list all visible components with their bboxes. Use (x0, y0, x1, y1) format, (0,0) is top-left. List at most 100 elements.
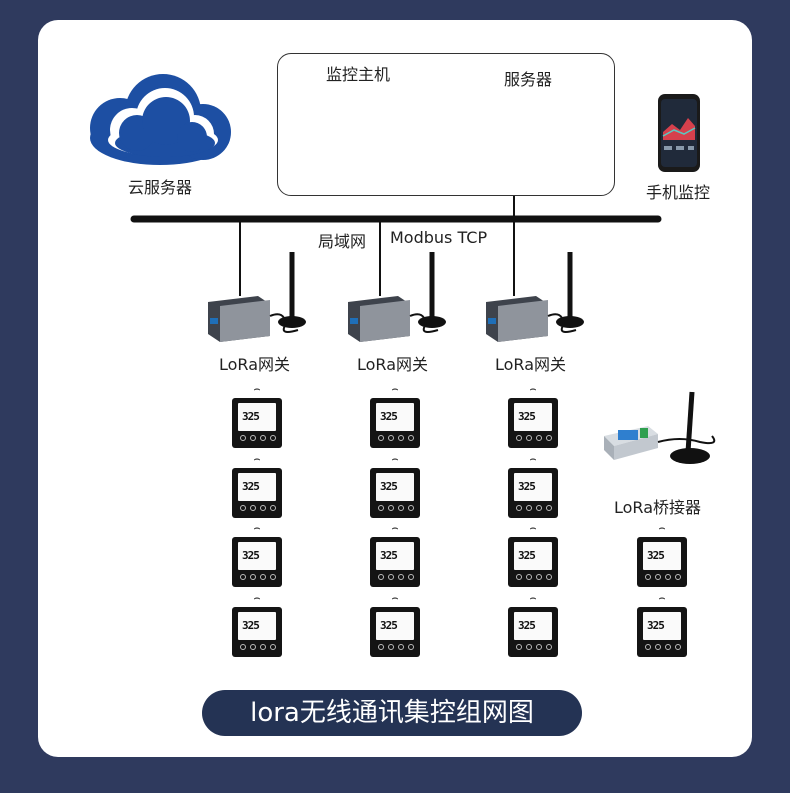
thermostat-key (378, 574, 384, 580)
thermostat-panel: 325 (637, 607, 687, 657)
wifi-signal-icon: ⌢ (529, 382, 537, 395)
thermostat-key (398, 435, 404, 441)
thermostat-screen: 325 (643, 542, 681, 570)
thermostat-key (546, 644, 552, 650)
thermostat-key (526, 435, 532, 441)
thermostat-screen: 325 (514, 542, 552, 570)
thermostat-screen: 325 (238, 612, 276, 640)
thermostat-reading: 325 (518, 619, 536, 632)
thermostat-screen: 325 (643, 612, 681, 640)
thermostat-key (516, 435, 522, 441)
thermostat-keys (240, 574, 276, 581)
thermostat-key (270, 435, 276, 441)
thermostat-keys (240, 435, 276, 442)
bridge-device (604, 391, 716, 464)
thermostat-key (250, 644, 256, 650)
thermostat-key (526, 505, 532, 511)
thermostat-key (408, 435, 414, 441)
phone-icon (658, 94, 700, 172)
thermostat-reading: 325 (518, 410, 536, 423)
thermostat-keys (516, 505, 552, 512)
server-label: 服务器 (504, 70, 553, 89)
thermostat-key (655, 644, 661, 650)
thermostat-key (408, 574, 414, 580)
thermostat-panel: 325 (232, 537, 282, 587)
cloud-icon (90, 74, 231, 165)
thermostat-reading: 325 (242, 480, 260, 493)
monitor-group-frame (277, 53, 615, 196)
thermostat-key (388, 574, 394, 580)
wifi-signal-icon: ⌢ (391, 452, 399, 465)
thermostat-key (378, 435, 384, 441)
thermostat-reading: 325 (242, 619, 260, 632)
thermostat-key (240, 574, 246, 580)
thermostat-screen: 325 (376, 403, 414, 431)
thermostat-reading: 325 (380, 410, 398, 423)
wifi-signal-icon: ⌢ (391, 521, 399, 534)
thermostat-key (398, 574, 404, 580)
thermostat-key (260, 505, 266, 511)
thermostat-key (260, 435, 266, 441)
thermostat-keys (240, 505, 276, 512)
monitor-host-label: 监控主机 (326, 65, 391, 84)
thermostat-panel: 325 (370, 607, 420, 657)
thermostat-key (655, 574, 661, 580)
wifi-signal-icon: ⌢ (391, 382, 399, 395)
thermostat-reading: 325 (518, 480, 536, 493)
thermostat-key (250, 574, 256, 580)
wifi-signal-icon: ⌢ (391, 591, 399, 604)
thermostat-panel: 325 (232, 468, 282, 518)
thermostat-key (546, 435, 552, 441)
protocol-label: Modbus TCP (390, 228, 488, 247)
thermostat-panel: 325 (370, 537, 420, 587)
thermostat-keys (645, 644, 681, 651)
thermostat-key (408, 644, 414, 650)
thermostat-panel: 325 (637, 537, 687, 587)
thermostat-key (516, 574, 522, 580)
wifi-signal-icon: ⌢ (253, 452, 261, 465)
diagram-title: lora无线通讯集控组网图 (202, 690, 582, 736)
gateway-label-1: LoRa网关 (219, 355, 290, 374)
thermostat-key (270, 644, 276, 650)
thermostat-panel: 325 (508, 468, 558, 518)
thermostat-key (260, 574, 266, 580)
thermostat-key (270, 505, 276, 511)
thermostat-key (526, 574, 532, 580)
thermostat-key (408, 505, 414, 511)
thermostat-key (388, 644, 394, 650)
thermostat-key (250, 505, 256, 511)
wifi-signal-icon: ⌢ (658, 521, 666, 534)
thermostat-reading: 325 (380, 619, 398, 632)
thermostat-panel: 325 (370, 468, 420, 518)
thermostat-key (378, 644, 384, 650)
thermostat-key (250, 435, 256, 441)
thermostat-key (536, 505, 542, 511)
cloud-label: 云服务器 (128, 178, 193, 197)
wifi-signal-icon: ⌢ (253, 521, 261, 534)
bridge-label: LoRa桥接器 (614, 498, 701, 517)
thermostat-key (536, 644, 542, 650)
thermostat-reading: 325 (647, 619, 665, 632)
thermostat-key (270, 574, 276, 580)
gateway-device-2 (348, 252, 446, 342)
thermostat-reading: 325 (518, 549, 536, 562)
thermostat-key (398, 505, 404, 511)
thermostat-keys (516, 644, 552, 651)
thermostat-key (240, 644, 246, 650)
wifi-signal-icon: ⌢ (658, 591, 666, 604)
thermostat-keys (378, 435, 414, 442)
thermostat-panel: 325 (232, 398, 282, 448)
thermostat-keys (378, 644, 414, 651)
thermostat-screen: 325 (376, 542, 414, 570)
thermostat-screen: 325 (376, 612, 414, 640)
thermostat-screen: 325 (238, 473, 276, 501)
thermostat-keys (516, 435, 552, 442)
thermostat-key (240, 435, 246, 441)
thermostat-reading: 325 (242, 410, 260, 423)
thermostat-reading: 325 (242, 549, 260, 562)
thermostat-reading: 325 (380, 480, 398, 493)
thermostat-keys (645, 574, 681, 581)
thermostat-key (645, 644, 651, 650)
thermostat-key (536, 574, 542, 580)
thermostat-screen: 325 (376, 473, 414, 501)
